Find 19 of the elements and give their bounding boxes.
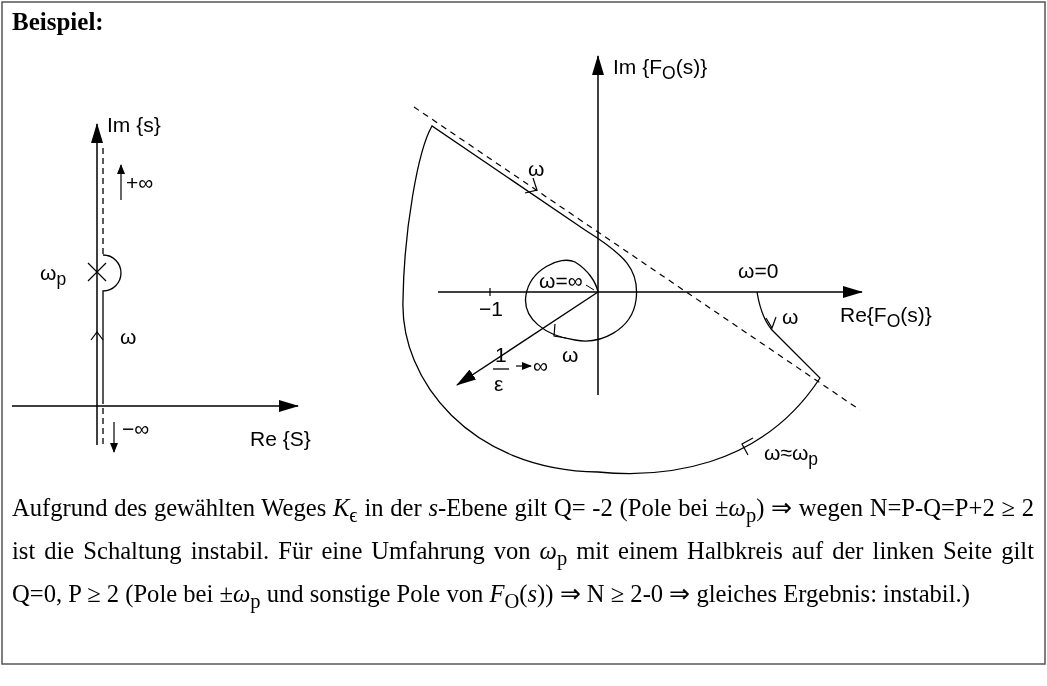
axis-label: Im {F$_{O}$(s)} (613, 56, 708, 83)
infinity-label: ∞ (533, 355, 548, 376)
tick-label: −1 (479, 298, 503, 319)
frequency-label: ω≈ω$_{p}$ (764, 442, 819, 469)
frequency-label: ω=∞ (539, 270, 583, 291)
frequency-label: ω (528, 158, 545, 179)
infinity-label: −∞ (122, 418, 150, 439)
frequency-label: ω (562, 344, 579, 365)
frequency-label: ω (782, 306, 799, 327)
explanation-paragraph: Aufgrund des gewählten Weges K$_{ϵ}$ in der s-Ebene gilt Q= -2 (Pole bei ±ω$_{p}$) ⇒ wegen N=P-Q=P+2 ≥ 2 ist die Schaltung instabil. Für eine Umfahrung von ω$_{p}$ mit einem Halbkreis auf der linken Seite gilt Q=0, P ≥ 2 (Pole bei ±ω$_{p}$ und sonstige Pole von F$_{O}$(s)) ⇒ N ≥ 2-0 ⇒ gleiches Ergebnis: instabil.) (12, 493, 1034, 615)
axis-label: Re {S} (250, 428, 311, 449)
frequency-label: ω=0 (738, 260, 779, 281)
axis-label: Re{F$_{O}$(s)} (840, 304, 932, 331)
pole-label: ω$_{p}$ (40, 262, 67, 289)
fraction-denominator: ε (494, 373, 504, 394)
infinity-label: +∞ (126, 172, 154, 193)
frequency-label: ω (120, 326, 137, 347)
axis-label: Im {s} (107, 114, 161, 135)
heading: Beispiel: (12, 8, 104, 36)
